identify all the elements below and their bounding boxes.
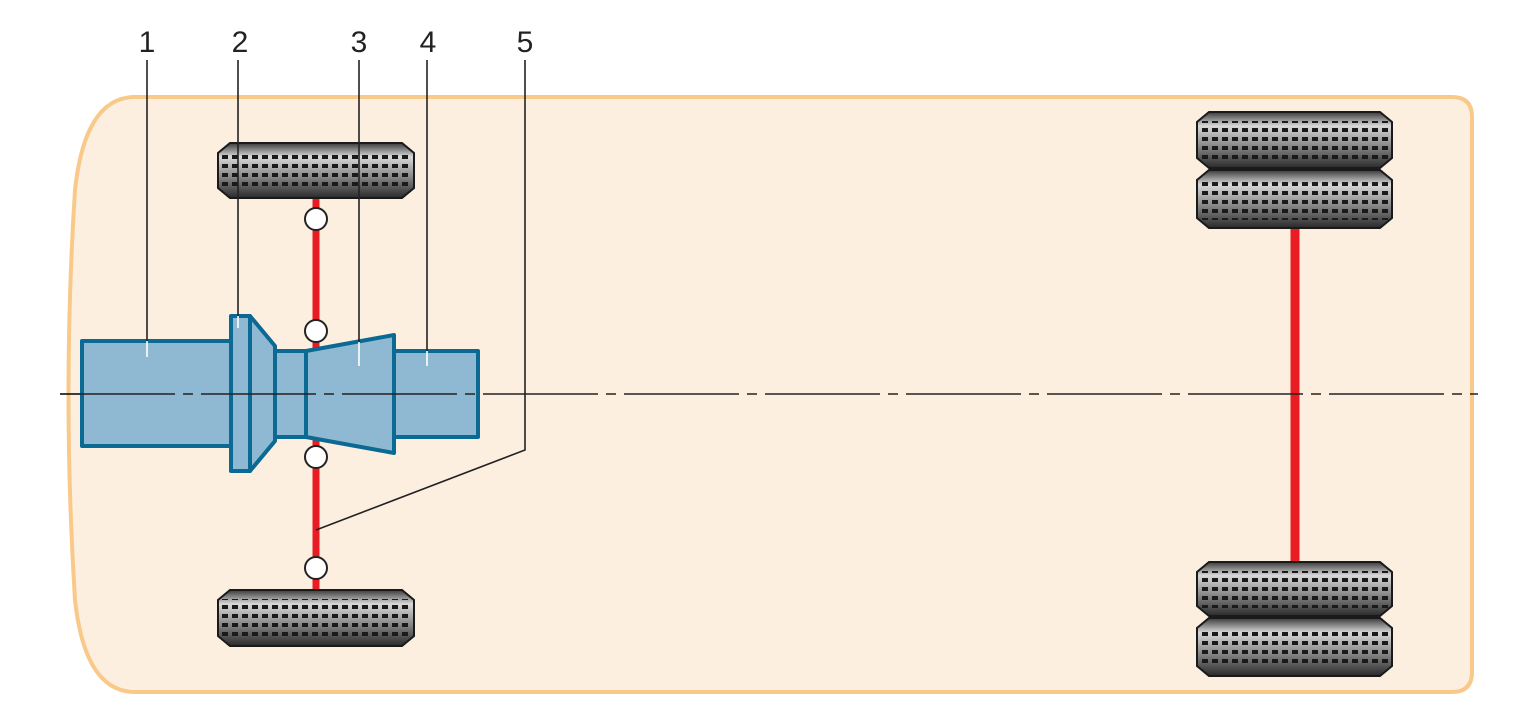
label-4: 4 — [420, 26, 437, 59]
rear-left-tire-inner — [1196, 169, 1393, 229]
cv-joint — [304, 556, 328, 580]
cv-joint — [304, 207, 328, 231]
leader-line-5 — [315, 60, 526, 531]
label-2: 2 — [232, 26, 249, 59]
label-1: 1 — [139, 26, 156, 59]
rear-left-tire-outer — [1196, 111, 1393, 169]
cv-joint — [304, 445, 328, 469]
label-3: 3 — [351, 26, 368, 59]
rear-right-tire-outer — [1196, 617, 1393, 677]
powertrain — [60, 314, 480, 473]
rear-right-tire-inner — [1196, 561, 1393, 617]
cv-joint — [304, 319, 328, 343]
front-left-tire — [217, 142, 415, 199]
label-5: 5 — [517, 26, 534, 59]
front-right-tire — [217, 589, 415, 647]
